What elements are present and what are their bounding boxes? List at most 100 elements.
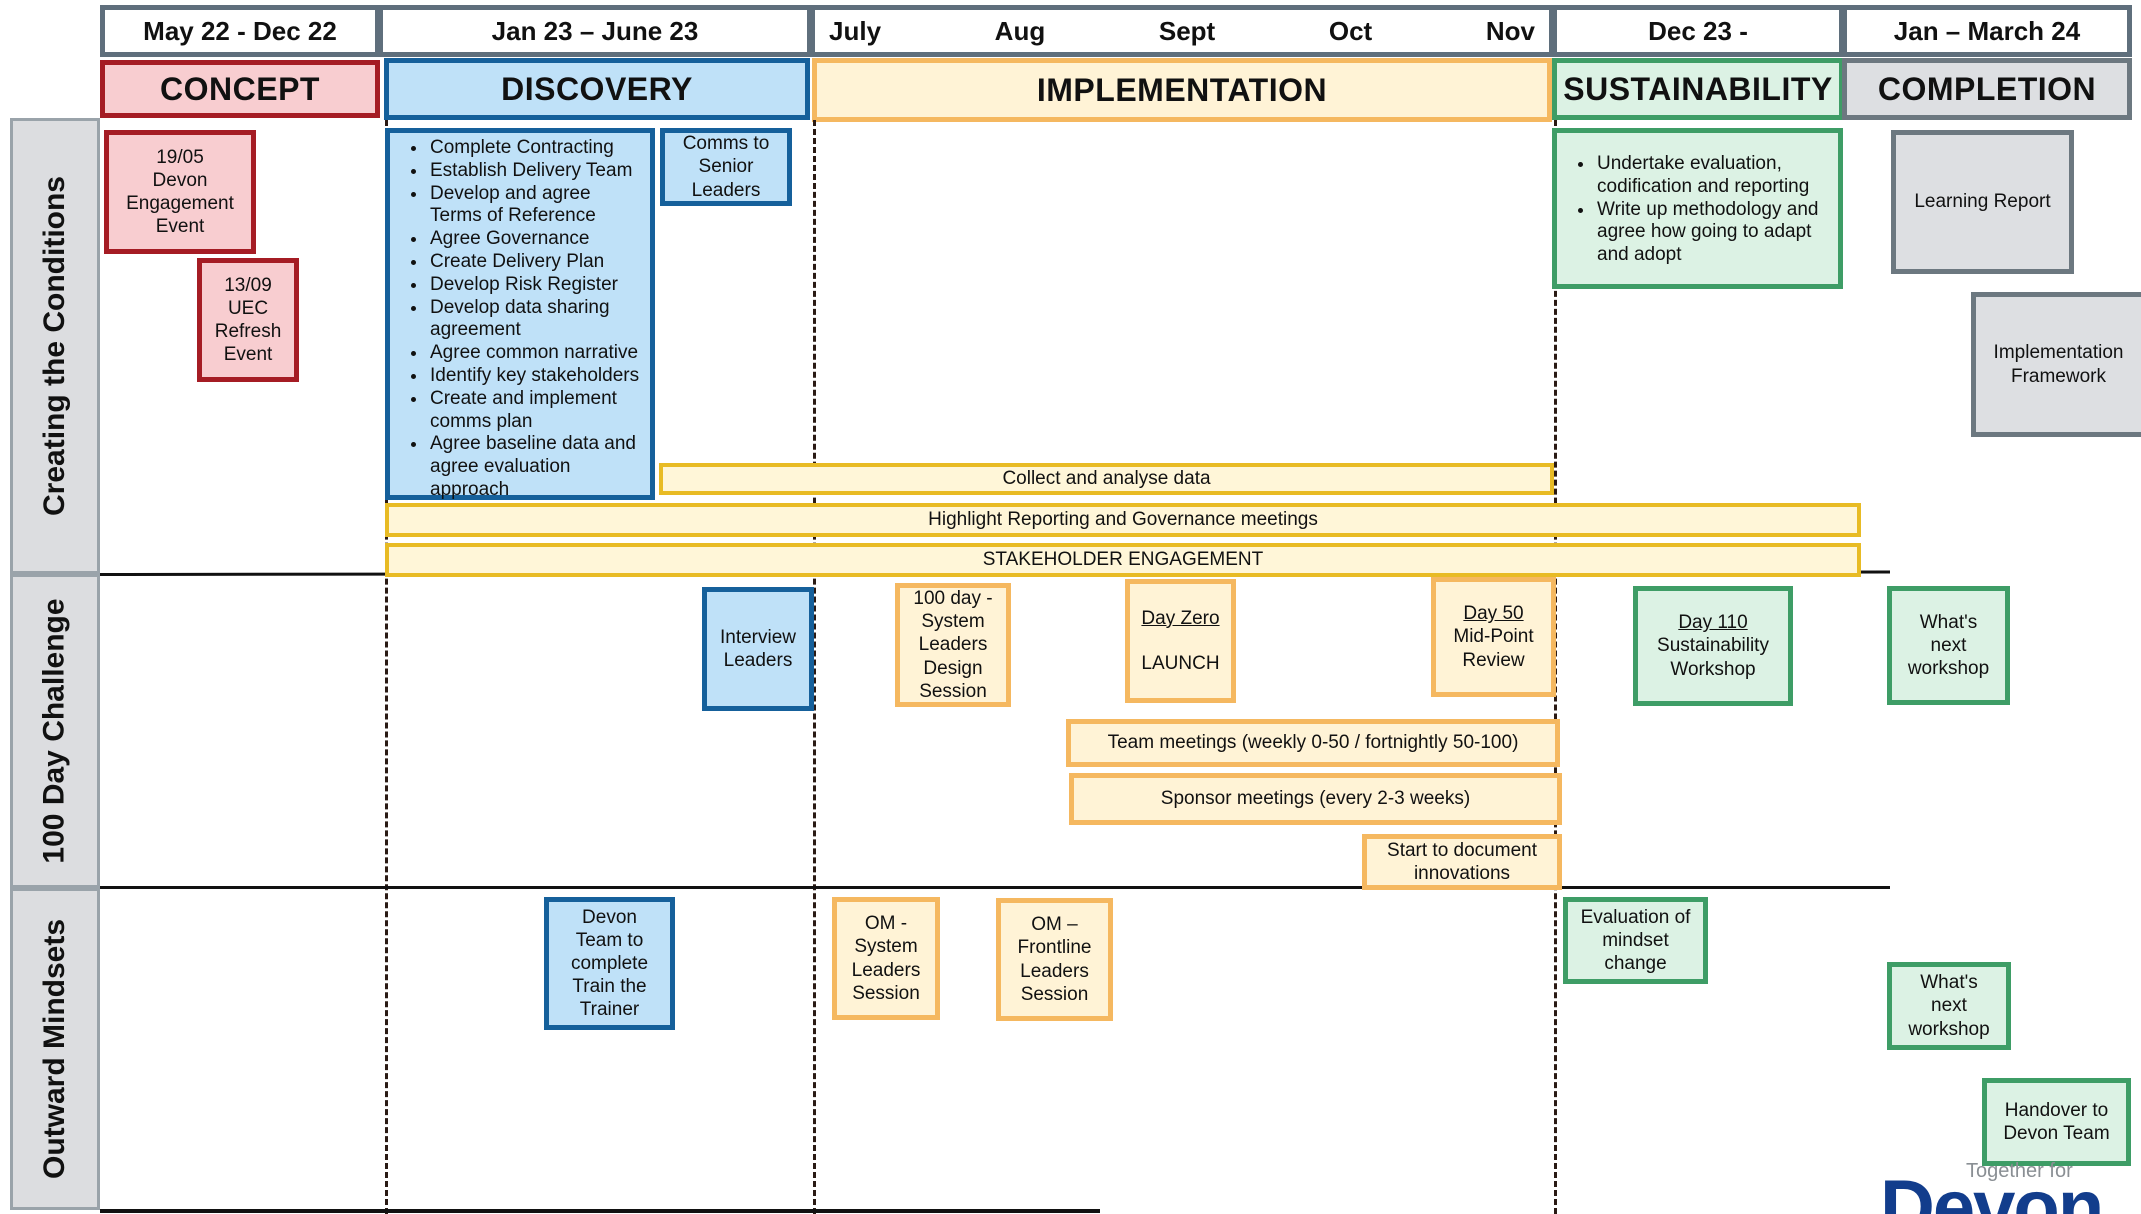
line: Interview: [719, 626, 797, 648]
box-text: Evaluation of mindset change: [1581, 906, 1691, 976]
learning-report: Learning Report: [1891, 130, 2074, 274]
phase-label: COMPLETION: [1877, 70, 2097, 107]
period-label: Jan – March 24: [1893, 15, 2081, 46]
list-item: Identify key stakeholders: [428, 365, 646, 388]
line: OM -: [864, 913, 908, 935]
line: Evaluation of: [1580, 906, 1691, 928]
box-text: Devon Team to complete Train the Trainer: [571, 906, 648, 1022]
line: Session: [1020, 983, 1089, 1005]
day-110-workshop: Day 110 Sustainability Workshop: [1633, 586, 1793, 706]
line: workshop: [1907, 658, 1990, 680]
milestone-title: Day 110: [1678, 612, 1748, 634]
line: OM –: [1031, 914, 1078, 936]
line: What's: [1920, 972, 1978, 994]
divider-implementation-start: [813, 120, 816, 1214]
discovery-task-list: Complete Contracting Establish Delivery …: [385, 128, 655, 500]
handover-devon-team: Handover to Devon Team: [1982, 1078, 2131, 1166]
devon-logo: Devon: [1880, 1170, 2104, 1214]
month-july: July: [829, 15, 882, 46]
box-text: 13/09 UEC Refresh Event: [215, 274, 282, 367]
phase-concept: CONCEPT: [100, 60, 380, 118]
list-item: Agree baseline data and agree evaluation…: [428, 433, 646, 501]
day-zero-launch: Day Zero LAUNCH: [1125, 579, 1236, 703]
period-jan-march24: Jan – March 24: [1842, 5, 2132, 57]
milestone-title: Day Zero: [1141, 607, 1220, 629]
line: Start to document: [1387, 839, 1537, 861]
period-months: July Aug Sept Oct Nov: [810, 5, 1554, 57]
box-text: Start to document innovations: [1387, 839, 1537, 885]
sustainability-tasks: Undertake evaluation, codification and r…: [1557, 153, 1830, 267]
line: Leaders: [851, 959, 921, 981]
list-item: Write up methodology and agree how going…: [1595, 199, 1830, 267]
lane-label: Creating the Conditions: [38, 176, 71, 516]
month-nov: Nov: [1485, 15, 1535, 46]
period-dec23: Dec 23 -: [1552, 5, 1844, 57]
divider-discovery-start: [385, 120, 388, 1214]
month-sept: Sept: [1158, 15, 1216, 46]
box-text: Learning Report: [1914, 191, 2051, 213]
list-item: Develop Risk Register: [428, 274, 646, 297]
box-text: Day 110 Sustainability Workshop: [1657, 611, 1769, 681]
bar-label: Highlight Reporting and Governance meeti…: [928, 509, 1318, 530]
line: innovations: [1413, 863, 1511, 884]
period-jan23-june23: Jan 23 – June 23: [378, 5, 812, 57]
phase-label: DISCOVERY: [501, 70, 693, 107]
devon-engagement-event: 19/05 Devon Engagement Event: [104, 130, 256, 254]
list-item: Complete Contracting: [428, 137, 646, 160]
box-text: What's next workshop: [1908, 611, 1989, 681]
bar-label: STAKEHOLDER ENGAGEMENT: [982, 549, 1264, 570]
box-text: OM – Frontline Leaders Session: [1018, 913, 1092, 1006]
interview-leaders: Interview Leaders: [702, 587, 814, 711]
logo-tagline: Together for: [1966, 1160, 2073, 1182]
line: Senior: [698, 156, 754, 178]
design-session: 100 day - System Leaders Design Session: [895, 583, 1011, 707]
box-text: Implementation Framework: [1994, 341, 2124, 387]
phase-discovery: DISCOVERY: [384, 58, 810, 120]
list-item: Agree Governance: [428, 228, 646, 251]
line: next: [1931, 995, 1967, 1017]
lane-divider-2: [100, 886, 1890, 889]
box-text: Day 50 Mid-Point Review: [1453, 602, 1533, 672]
box-text: 19/05 Devon Engagement Event: [126, 146, 234, 239]
line: Mid-Point: [1453, 626, 1534, 648]
milestone-sub: LAUNCH: [1141, 653, 1220, 674]
line: Leaders: [723, 650, 793, 671]
period-label: Dec 23 -: [1648, 15, 1748, 46]
line: 19/05: [156, 146, 204, 168]
period-may22-dec22: May 22 - Dec 22: [100, 5, 380, 57]
collect-analyse-data-bar: Collect and analyse data: [659, 463, 1554, 495]
line: Comms to: [682, 133, 770, 155]
list-item: Agree common narrative: [428, 342, 646, 365]
line: Leaders: [1020, 960, 1089, 982]
line: Refresh: [214, 321, 282, 342]
implementation-framework: Implementation Framework: [1971, 292, 2141, 437]
box-text: 100 day - System Leaders Design Session: [913, 587, 992, 703]
line: complete: [570, 952, 649, 974]
list-item: Develop and agree Terms of Reference: [428, 183, 646, 229]
phase-completion: COMPLETION: [1842, 58, 2132, 120]
line: Train the: [572, 976, 647, 998]
team-meetings-bar: Team meetings (weekly 0-50 / fortnightly…: [1066, 719, 1560, 767]
box-text: Day Zero LAUNCH: [1141, 607, 1219, 675]
bottom-line: [100, 1209, 1100, 1213]
line: Trainer: [579, 999, 640, 1021]
list-item: Establish Delivery Team: [428, 160, 646, 183]
month-oct: Oct: [1328, 15, 1373, 46]
bar-label: Sponsor meetings (every 2-3 weeks): [1160, 788, 1471, 810]
bar-label: Collect and analyse data: [1002, 468, 1211, 489]
phase-sustainability: SUSTAINABILITY: [1552, 58, 1844, 120]
line: Engagement: [126, 193, 234, 214]
bar-label: Team meetings (weekly 0-50 / fortnightly…: [1107, 732, 1519, 754]
stakeholder-engagement-bar: STAKEHOLDER ENGAGEMENT: [385, 543, 1861, 577]
box-text: OM - System Leaders Session: [852, 912, 921, 1005]
whats-next-workshop-mindsets: What's next workshop: [1887, 962, 2011, 1050]
line: Devon Team: [2003, 1123, 2110, 1144]
lane-100-day-challenge: 100 Day Challenge: [10, 574, 100, 888]
day-50-review: Day 50 Mid-Point Review: [1431, 577, 1556, 697]
line: Design: [923, 657, 983, 679]
line: Leaders: [691, 179, 761, 201]
box-text: Handover to Devon Team: [2003, 1099, 2109, 1145]
phase-label: IMPLEMENTATION: [1036, 71, 1328, 108]
line: System: [854, 936, 918, 958]
line: 13/09: [224, 274, 272, 296]
